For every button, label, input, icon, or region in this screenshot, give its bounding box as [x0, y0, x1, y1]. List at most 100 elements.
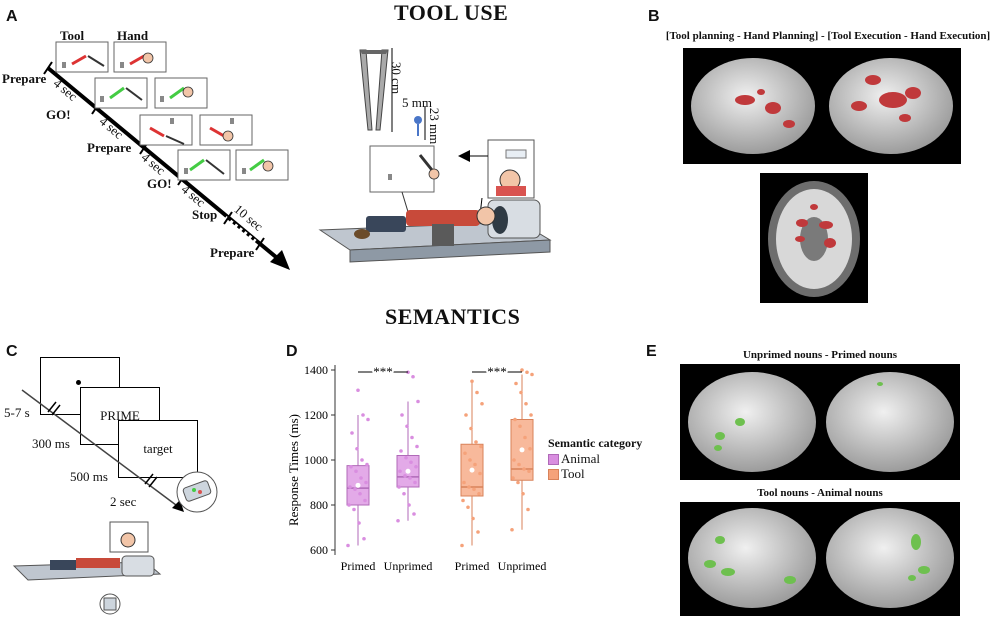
data-point	[346, 543, 350, 548]
data-point	[407, 503, 411, 507]
data-point	[358, 491, 362, 496]
data-point	[521, 491, 525, 496]
panel-label-d: D	[286, 343, 298, 360]
heading-semantics: SEMANTICS	[385, 304, 521, 329]
data-point	[470, 379, 474, 384]
data-point	[472, 487, 476, 492]
target-text: target	[143, 441, 173, 456]
hand-label: Hand	[117, 28, 149, 43]
mean-marker	[469, 467, 475, 473]
data-point	[479, 444, 483, 449]
data-point	[397, 485, 401, 489]
data-point	[468, 458, 472, 462]
data-point	[402, 491, 406, 496]
data-point	[480, 401, 484, 406]
data-point	[518, 424, 522, 429]
fixation-dot	[76, 380, 81, 385]
data-point	[413, 480, 417, 485]
brain-views-category	[688, 508, 954, 608]
data-point	[414, 464, 418, 469]
panel-label-e: E	[646, 343, 657, 360]
target-screen: target	[118, 420, 198, 478]
event-prepare-3: Prepare	[210, 245, 255, 260]
data-point	[473, 462, 477, 467]
duration-fixation: 5-7 s	[4, 405, 30, 420]
data-point	[356, 388, 360, 393]
data-point	[362, 536, 366, 541]
panel-label-a: A	[6, 8, 18, 25]
data-point	[460, 543, 464, 548]
event-go-1: GO!	[46, 107, 71, 122]
brain-views-priming	[688, 372, 954, 472]
panel-e-contrast2: Tool nouns - Animal nouns	[757, 487, 883, 499]
data-point	[396, 518, 400, 523]
data-point	[405, 424, 409, 429]
data-point	[524, 401, 528, 406]
data-point	[461, 498, 465, 503]
data-point	[357, 521, 361, 525]
panel-e-brains-1	[680, 364, 960, 480]
data-point	[530, 372, 534, 377]
event-prepare-1: Prepare	[2, 71, 47, 86]
data-point	[527, 469, 531, 474]
data-point	[475, 390, 479, 395]
plot-area: ******	[346, 362, 534, 548]
mean-marker	[405, 468, 411, 474]
data-point	[522, 467, 526, 471]
data-point	[478, 471, 482, 476]
data-point	[471, 516, 475, 521]
event-stop: Stop	[192, 207, 218, 222]
data-point	[403, 473, 407, 478]
data-point	[410, 435, 414, 440]
data-point	[347, 503, 351, 507]
response-pad-icon	[176, 471, 218, 513]
brain-lateral-views	[691, 58, 953, 154]
data-point	[415, 444, 419, 449]
prime-text: PRIME	[100, 408, 140, 423]
data-point	[364, 480, 368, 485]
data-point	[365, 462, 369, 467]
data-point	[411, 374, 415, 379]
duration-prime: 300 ms	[32, 436, 70, 451]
data-point	[476, 530, 480, 534]
tool-label: Tool	[60, 28, 85, 43]
stimulus-frames	[55, 41, 289, 181]
x-tick-label: Primed	[455, 559, 490, 573]
y-tick-label: 1200	[304, 408, 328, 422]
mean-marker	[519, 447, 525, 453]
x-tick-label: Unprimed	[384, 559, 433, 573]
data-point	[462, 480, 466, 485]
y-tick-label: 1400	[304, 363, 328, 377]
legend-label-animal: Animal	[561, 451, 600, 466]
data-point	[474, 440, 478, 444]
data-point	[510, 527, 514, 532]
data-point	[529, 413, 533, 417]
y-tick-label: 1000	[304, 453, 328, 467]
data-point	[349, 464, 353, 469]
data-point	[355, 446, 359, 451]
data-point	[348, 485, 352, 489]
panel-b-lateral-brains	[683, 48, 961, 164]
brain-axial-view	[768, 181, 860, 297]
data-point	[464, 413, 468, 417]
panel-e-contrast1: Unprimed nouns - Primed nouns	[742, 349, 898, 361]
data-point	[352, 507, 356, 512]
panel-b-contrast: [Tool planning - Hand Planning] - [Tool …	[665, 30, 991, 42]
data-point	[514, 381, 518, 386]
duration-response: 2 sec	[110, 494, 137, 509]
setup-tip-width-label: 5 mm	[402, 95, 432, 110]
significance-label: ***	[487, 364, 507, 379]
data-point	[404, 455, 408, 460]
legend-swatch-animal	[548, 454, 559, 465]
panel-label-b: B	[648, 8, 660, 25]
small-scanner-illustration	[12, 521, 162, 615]
data-point	[361, 413, 365, 417]
mean-marker	[355, 482, 361, 488]
data-point	[350, 431, 354, 435]
panel-b-axial-brain	[760, 173, 868, 303]
event-prepare-2: Prepare	[87, 140, 132, 155]
legend-swatch-tool	[548, 469, 559, 480]
data-point	[466, 505, 470, 510]
